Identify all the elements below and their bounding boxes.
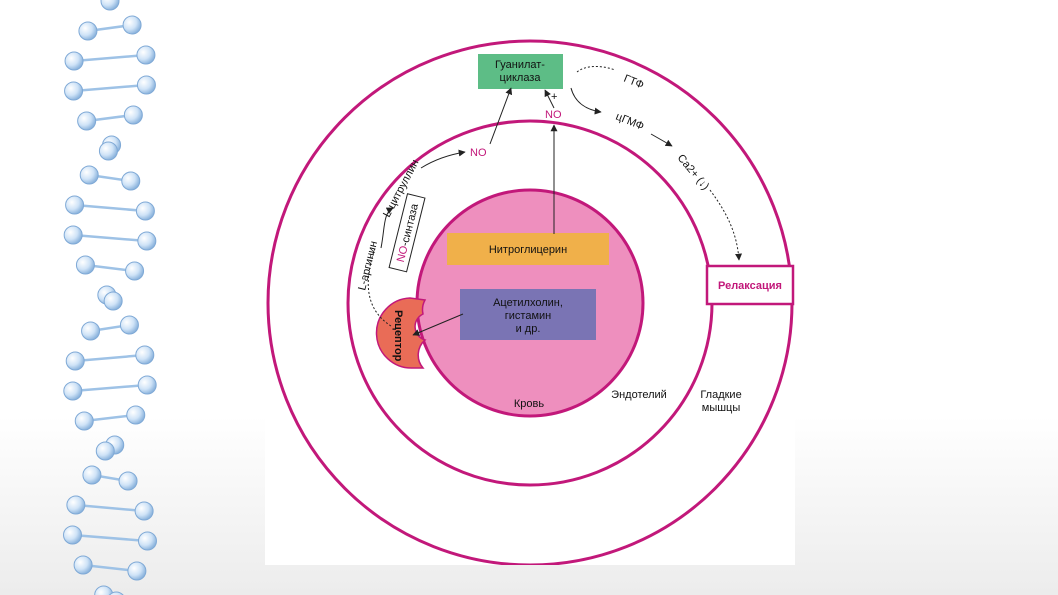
receptor-label: Рецептор <box>392 310 404 362</box>
dna-ball <box>79 165 99 185</box>
relaxation-box <box>705 264 795 306</box>
dna-ball <box>98 141 118 161</box>
dna-ball <box>108 591 124 595</box>
no-synthase-prefix: NO <box>395 244 411 263</box>
no-top-label: NO <box>545 109 562 121</box>
guanylate-cyclase-label-2: циклаза <box>500 72 542 84</box>
acetylcholine-box <box>460 289 596 340</box>
nitroglycerin-box <box>447 233 609 265</box>
dna-rung <box>73 53 147 63</box>
dna-ball <box>65 351 85 371</box>
dna-ball <box>95 441 115 461</box>
dna-ball <box>136 75 156 95</box>
dna-ball <box>137 531 157 551</box>
dna-ball <box>135 201 155 221</box>
dna-helix-icon <box>63 0 157 595</box>
arrow-acetylcholine-receptor <box>412 313 464 336</box>
blood-label: Кровь <box>514 398 544 410</box>
dna-ball <box>123 105 143 125</box>
no-signaling-diagram: Рецептор Нитроглицерин Ацетилхолин, гист… <box>266 39 795 565</box>
dna-rung <box>72 383 148 393</box>
dna-ball <box>77 111 97 131</box>
receptor-shape <box>375 297 427 369</box>
dna-ball <box>134 501 154 521</box>
no-synthase-box <box>388 193 426 273</box>
calcium-label: Ca2+ (↓) <box>675 152 712 192</box>
arrow-gtp-cgmp <box>570 87 602 115</box>
smooth-muscle-label-1: Гладкие <box>700 389 741 401</box>
arrow-cyclase-gtp <box>576 66 616 73</box>
dna-ball <box>66 495 86 515</box>
dna-ball <box>119 315 139 335</box>
dna-rung <box>72 533 148 543</box>
no-left-label: NO <box>470 147 487 159</box>
smooth-muscle-label-2: мышцы <box>702 402 741 414</box>
dna-ball <box>103 291 123 311</box>
dna-ball <box>137 231 157 251</box>
dna-ball <box>122 15 142 35</box>
dna-ball <box>63 225 83 245</box>
arrow-no-cyclase-left <box>489 87 513 145</box>
dna-ball <box>126 405 146 425</box>
dna-ball <box>82 465 102 485</box>
dna-ball <box>65 195 85 215</box>
guanylate-cyclase-box <box>478 54 563 89</box>
dna-ball <box>74 411 94 431</box>
dna-ball <box>64 51 84 71</box>
dna-ball <box>118 471 138 491</box>
dna-ball <box>135 345 155 365</box>
dna-ball <box>64 81 84 101</box>
dna-ball <box>136 45 156 65</box>
dashed-receptor-arginine <box>367 247 392 327</box>
dna-ball <box>137 375 157 395</box>
endothelium-label: Эндотелий <box>611 389 667 401</box>
dna-ball <box>63 381 83 401</box>
guanylate-cyclase-label-1: Гуанилат- <box>495 59 545 71</box>
dna-ball <box>63 525 83 545</box>
acetylcholine-label-1: Ацетилхолин, <box>493 297 563 309</box>
l-arginine-label: L-аргинин <box>356 240 380 292</box>
plus-sign: + <box>551 91 557 103</box>
dna-rung <box>75 503 145 513</box>
dna-rung <box>73 83 147 93</box>
arrow-cgmp-calcium <box>650 133 673 147</box>
dna-rung <box>74 203 146 213</box>
dna-ball <box>125 261 145 281</box>
arrow-arginine-citrulline <box>380 207 394 249</box>
dna-ball <box>73 555 93 575</box>
dashed-calcium-relaxation <box>709 189 743 261</box>
acetylcholine-label-3: и др. <box>516 323 541 335</box>
dna-ball <box>100 0 120 11</box>
dna-ball <box>127 561 147 581</box>
nitroglycerin-label: Нитроглицерин <box>489 244 567 256</box>
dna-ball <box>75 255 95 275</box>
dna-ball <box>94 585 114 595</box>
arrow-citrulline-no <box>420 149 466 169</box>
dna-ball <box>81 321 101 341</box>
cgmp-label: цГМФ <box>614 111 646 133</box>
gtp-label: ГТФ <box>622 73 646 92</box>
arrow-no-cyclase-right <box>544 89 555 109</box>
dna-rung <box>73 233 147 243</box>
dna-ball <box>78 21 98 41</box>
relaxation-label: Релаксация <box>718 280 782 292</box>
acetylcholine-label-2: гистамин <box>505 310 551 322</box>
dna-rung <box>75 353 145 363</box>
dna-ball <box>121 171 141 191</box>
diagram-panel: Рецептор Нитроглицерин Ацетилхолин, гист… <box>265 8 795 565</box>
